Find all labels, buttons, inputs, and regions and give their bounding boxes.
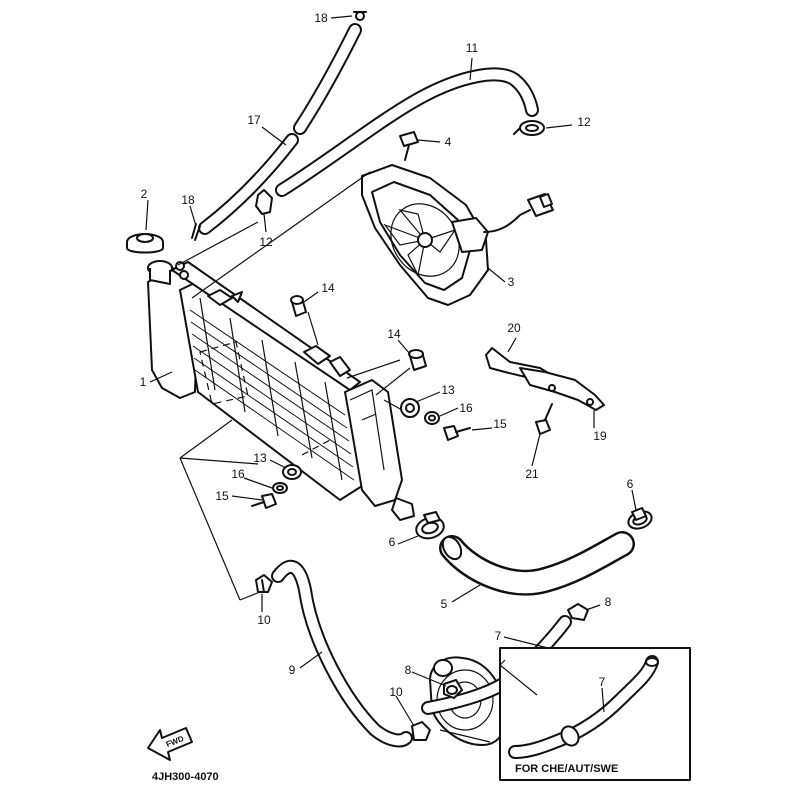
guide-lines	[177, 171, 411, 601]
drawing-number: 4JH300-4070	[152, 771, 219, 783]
callout-13-right: 13	[441, 383, 455, 397]
hose-5	[439, 531, 635, 596]
callout-12-clip: 12	[259, 235, 273, 249]
bolt-4	[399, 131, 419, 161]
callout-6-left: 6	[389, 535, 396, 549]
cooling-fan-3	[361, 164, 554, 306]
grommet-13-right	[400, 398, 420, 418]
callout-9: 9	[289, 663, 296, 677]
callout-12-clamp: 12	[577, 115, 591, 129]
callout-4: 4	[445, 135, 452, 149]
clip-18-top	[353, 11, 367, 21]
collar-16-left	[272, 482, 288, 494]
callout-15-right: 15	[493, 417, 507, 431]
radiator-1	[147, 260, 415, 521]
callout-3: 3	[508, 275, 515, 289]
callout-1: 1	[140, 375, 147, 389]
callout-6-right: 6	[627, 477, 634, 491]
callout-13-left: 13	[253, 451, 267, 465]
grommet-13-left	[282, 464, 302, 480]
bracket-19	[519, 367, 605, 411]
radiator-cap-2	[126, 233, 164, 254]
hose-clamp-12	[513, 120, 545, 136]
callout-18-lower: 18	[181, 193, 195, 207]
callout-7-main: 7	[495, 629, 502, 643]
variant-inset	[499, 647, 691, 781]
callout-10-left: 10	[257, 613, 271, 627]
hose-11	[275, 67, 539, 197]
callout-18-top: 18	[314, 11, 328, 25]
callout-21: 21	[525, 467, 539, 481]
callout-15-left: 15	[215, 489, 229, 503]
callout-2: 2	[141, 187, 148, 201]
callout-16-left: 16	[231, 467, 245, 481]
callout-14-a: 14	[321, 281, 335, 295]
bolt-21	[535, 403, 553, 435]
callout-7-inset: 7	[599, 675, 606, 689]
callout-17: 17	[247, 113, 261, 127]
bushing-14-a	[290, 295, 307, 317]
breather-hose-17	[198, 23, 362, 235]
clip-18-lower	[191, 223, 201, 241]
callout-8-lower: 8	[405, 663, 412, 677]
callout-16-right: 16	[459, 401, 473, 415]
hose-clamp-8-lower	[443, 679, 463, 699]
forward-arrow: FWD	[147, 727, 193, 761]
bolt-15-right	[443, 425, 471, 441]
hose-clamp-6-left	[415, 511, 445, 540]
hose-9	[271, 559, 413, 748]
hose-clip-12	[255, 189, 273, 215]
callout-5: 5	[441, 597, 448, 611]
callout-19: 19	[593, 429, 607, 443]
collar-16-right	[424, 411, 440, 425]
bushing-14-b	[408, 349, 427, 371]
hose-clamp-6-right	[627, 507, 653, 530]
hose-clip-10-left	[255, 574, 273, 593]
callout-20: 20	[507, 321, 521, 335]
callout-8-upper: 8	[605, 595, 612, 609]
bolt-15-left	[251, 493, 277, 509]
radiator-core-fins	[189, 297, 355, 481]
callout-labels: 18 11 17 12 4 2 18 12 3 14 20 14 1 13 16…	[140, 11, 634, 699]
callout-14-b: 14	[387, 327, 401, 341]
hose-clamp-8-upper	[567, 603, 589, 621]
inset-caption: FOR CHE/AUT/SWE	[515, 763, 618, 775]
hose-clip-10-lower	[411, 721, 431, 741]
callout-11: 11	[466, 41, 479, 55]
leader-lines	[145, 15, 637, 727]
callout-10-lower: 10	[389, 685, 403, 699]
